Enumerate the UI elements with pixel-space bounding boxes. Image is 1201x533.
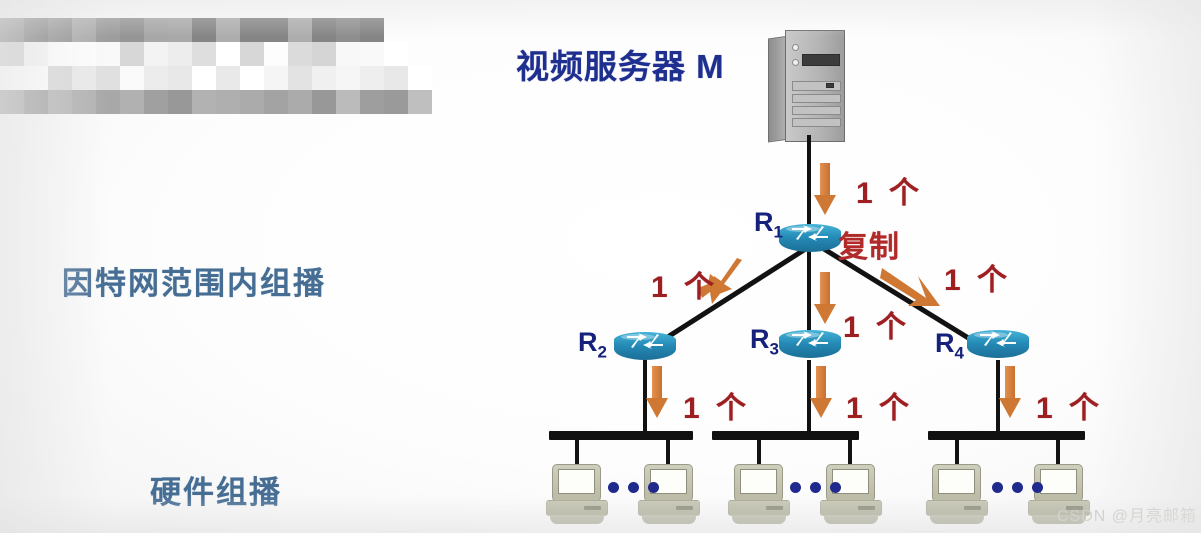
host-drop-wire: [1056, 440, 1060, 466]
flow-arrow-server-to-r1: [814, 163, 836, 215]
flow-arrow-r1-to-r2: [698, 258, 742, 304]
host-icon[interactable]: [636, 464, 702, 526]
lan-bus-3: [928, 431, 1085, 440]
label-copy: 复制: [838, 231, 900, 264]
lan-2-ellipsis: [790, 482, 841, 493]
host-icon[interactable]: [1026, 464, 1092, 526]
flow-arrow-r2-to-lan1: [646, 366, 668, 418]
host-drop-wire: [666, 440, 670, 466]
lan-bus-2: [712, 431, 859, 440]
router-label-r3: R3: [750, 324, 779, 359]
host-drop-wire: [575, 440, 579, 466]
host-icon[interactable]: [726, 464, 792, 526]
host-drop-wire: [848, 440, 852, 466]
router-subscript-r4: 4: [954, 343, 964, 363]
count-server-to-r1: 1 个: [856, 177, 924, 210]
link-r1-r2: [650, 238, 820, 350]
link-r2-lan1: [643, 360, 647, 434]
count-r1-to-r2: 1 个: [651, 271, 719, 304]
host-icon[interactable]: [924, 464, 990, 526]
host-drop-wire: [955, 440, 959, 466]
link-server-r1: [807, 135, 811, 243]
router-label-r4: R4: [935, 328, 964, 363]
flow-arrow-r1-to-r3: [814, 272, 836, 324]
link-r3-lan2: [807, 360, 811, 434]
lan-bus-1: [549, 431, 693, 440]
page-title-video-server: 视频服务器 M: [516, 48, 725, 85]
router-icon-r2[interactable]: [614, 332, 676, 366]
host-drop-wire: [757, 440, 761, 466]
router-subscript-r2: 2: [597, 342, 607, 362]
router-label-r1: R1: [754, 207, 783, 242]
router-subscript-r3: 3: [769, 339, 779, 359]
flow-arrow-r4-to-lan3: [999, 366, 1021, 418]
count-r4-to-lan3: 1 个: [1036, 392, 1104, 425]
router-subscript-r1: 1: [773, 222, 783, 242]
lan-3-ellipsis: [992, 482, 1043, 493]
count-r1-to-r4: 1 个: [944, 264, 1012, 297]
router-icon-r4[interactable]: [967, 330, 1029, 364]
label-hardware-multicast: 硬件组播: [150, 475, 282, 510]
count-r2-to-lan1: 1 个: [683, 392, 751, 425]
lan-1-ellipsis: [608, 482, 659, 493]
router-label-r2: R2: [578, 327, 607, 362]
host-icon[interactable]: [544, 464, 610, 526]
flow-arrow-r3-to-lan2: [810, 366, 832, 418]
link-r4-lan3: [996, 360, 1000, 434]
link-r1-r3: [807, 243, 811, 351]
server-tower-icon: [768, 30, 846, 143]
redacted-mosaic-region: [0, 18, 432, 114]
flow-arrow-r1-to-r4: [880, 268, 940, 306]
count-r3-to-lan2: 1 个: [846, 392, 914, 425]
router-icon-r3[interactable]: [779, 330, 841, 364]
watermark: CSDN @月亮邮箱: [1056, 508, 1197, 525]
host-icon[interactable]: [818, 464, 884, 526]
router-icon-r1[interactable]: [779, 224, 841, 258]
link-r1-r4: [809, 238, 985, 350]
count-r1-to-r3: 1 个: [843, 311, 911, 344]
label-internet-scope-multicast: 因特网范围内组播: [62, 266, 326, 301]
